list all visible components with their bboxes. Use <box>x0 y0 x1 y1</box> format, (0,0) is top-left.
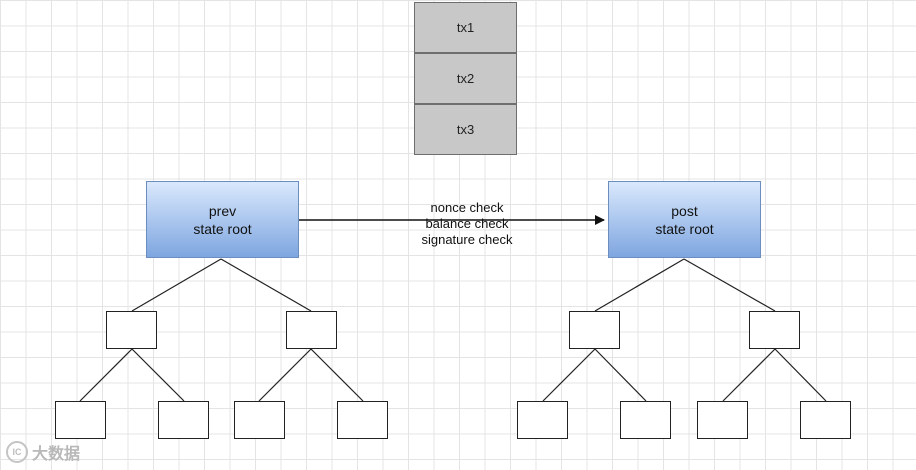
prev-root-line2: state root <box>193 220 252 237</box>
tx2-label: tx2 <box>456 71 475 86</box>
balance-check-label: balance check <box>425 216 509 231</box>
watermark: IC 大数据 <box>6 440 80 464</box>
prev-tree-leaf-4 <box>337 401 388 439</box>
tx3-box: tx3 <box>414 104 517 155</box>
prev-tree-leaf-1 <box>55 401 106 439</box>
prev-tree-leaf-3 <box>234 401 285 439</box>
prev-root-line1: prev <box>208 202 237 219</box>
prev-tree-edges <box>79 258 364 402</box>
post-root-line2: state root <box>655 220 714 237</box>
check-labels: nonce check balance check signature chec… <box>398 200 536 248</box>
tx1-label: tx1 <box>456 20 475 35</box>
post-tree-leaf-3 <box>697 401 748 439</box>
nonce-check-label: nonce check <box>430 200 504 215</box>
post-tree-edges <box>542 258 827 402</box>
post-root-line1: post <box>671 202 698 219</box>
watermark-logo-icon: IC <box>6 441 28 463</box>
tx1-box: tx1 <box>414 2 517 53</box>
post-tree-node-l1-right <box>749 311 800 349</box>
post-state-root: post state root <box>608 181 761 258</box>
prev-tree-node-l1-right <box>286 311 337 349</box>
signature-check-label: signature check <box>421 232 513 247</box>
prev-tree-leaf-2 <box>158 401 209 439</box>
post-tree-leaf-4 <box>800 401 851 439</box>
tx2-box: tx2 <box>414 53 517 104</box>
tx3-label: tx3 <box>456 122 475 137</box>
post-tree-leaf-2 <box>620 401 671 439</box>
watermark-text: 大数据 <box>32 446 81 463</box>
prev-state-root: prev state root <box>146 181 299 258</box>
post-tree-node-l1-left <box>569 311 620 349</box>
prev-tree-node-l1-left <box>106 311 157 349</box>
post-tree-leaf-1 <box>517 401 568 439</box>
